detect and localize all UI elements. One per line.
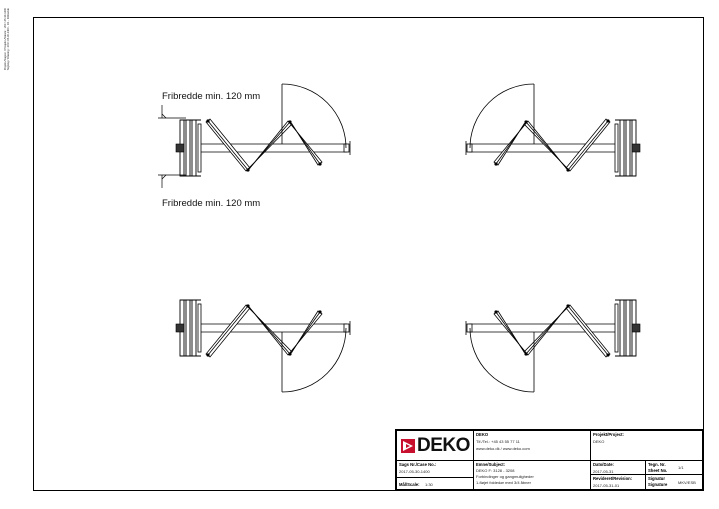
subject-line-3: 1-fløjet foldedør med 3/4 åbner bbox=[476, 480, 531, 485]
signature-value: MKV/ESB bbox=[678, 480, 696, 485]
company-name: DEKO bbox=[476, 432, 489, 437]
scale-label: Mål/Scale: bbox=[399, 482, 420, 487]
scale-value: 1:30 bbox=[425, 482, 433, 487]
title-block: DEKO DEKO Tlf./Tel.: +45 43 55 77 11 www… bbox=[395, 429, 704, 491]
project-cell: Projekt/Project: DEKO bbox=[590, 430, 703, 461]
deko-logo-icon bbox=[401, 439, 415, 453]
dimension-label-bottom: Fribredde min. 120 mm bbox=[162, 198, 261, 209]
dimension-lines bbox=[158, 105, 186, 188]
signature-label-bottom: Signature bbox=[648, 482, 668, 487]
company-phone: Tlf./Tel.: +45 43 55 77 11 bbox=[476, 439, 520, 444]
subject-line-1: DEKO F: 3128 - 3208 bbox=[476, 468, 515, 473]
subject-label: Emne/Subject: bbox=[476, 462, 506, 467]
company-cell: DEKO Tlf./Tel.: +45 43 55 77 11 www.deko… bbox=[473, 430, 591, 461]
revision-value: 2017-05-31-01 bbox=[593, 483, 620, 488]
dimension-label-top: Fribredde min. 120 mm bbox=[162, 91, 261, 102]
case-value: 2017-05-30-1400 bbox=[399, 469, 430, 474]
date-value: 2017-05-31 bbox=[593, 469, 614, 474]
case-label: Sags Nr./Case No.: bbox=[399, 462, 437, 467]
signature-label-top: Signatur bbox=[648, 476, 665, 481]
subject-cell: Emne/Subject: DEKO F: 3128 - 3208 Forbin… bbox=[473, 460, 591, 490]
revision-cell: Revideret/Revision: 2017-05-31-01 bbox=[590, 474, 646, 490]
subject-line-2: Forbindinger og gangmuligheder bbox=[476, 474, 534, 479]
scale-cell: Mål/Scale: 1:30 bbox=[396, 477, 474, 490]
drawing-frame bbox=[33, 17, 704, 491]
sheet-value: 1/1 bbox=[678, 465, 684, 470]
sheet-cell: Tegn. Nr. Sheet No. 1/1 bbox=[645, 460, 703, 475]
revision-label: Revideret/Revision: bbox=[593, 476, 633, 481]
project-label: Projekt/Project: bbox=[593, 432, 624, 437]
company-web: www.deko.dk / www.deko.com bbox=[476, 446, 530, 451]
project-value: DEKO bbox=[593, 439, 605, 444]
door-plan-bottom-left bbox=[175, 299, 351, 393]
logo-text: DEKO bbox=[417, 435, 470, 456]
door-plan-top-right bbox=[465, 83, 641, 177]
sheet-label-bottom: Sheet No. bbox=[648, 468, 668, 473]
logo-cell: DEKO bbox=[396, 430, 474, 461]
case-cell: Sags Nr./Case No.: 2017-05-30-1400 bbox=[396, 460, 474, 478]
signature-cell: Signatur Signature MKV/ESB bbox=[645, 474, 703, 490]
deko-logo: DEKO bbox=[401, 435, 470, 456]
door-plan-bottom-right bbox=[465, 299, 641, 393]
date-label: Dato/Date: bbox=[593, 462, 614, 467]
sheet-label-top: Tegn. Nr. bbox=[648, 462, 666, 467]
date-cell: Dato/Date: 2017-05-31 bbox=[590, 460, 646, 475]
